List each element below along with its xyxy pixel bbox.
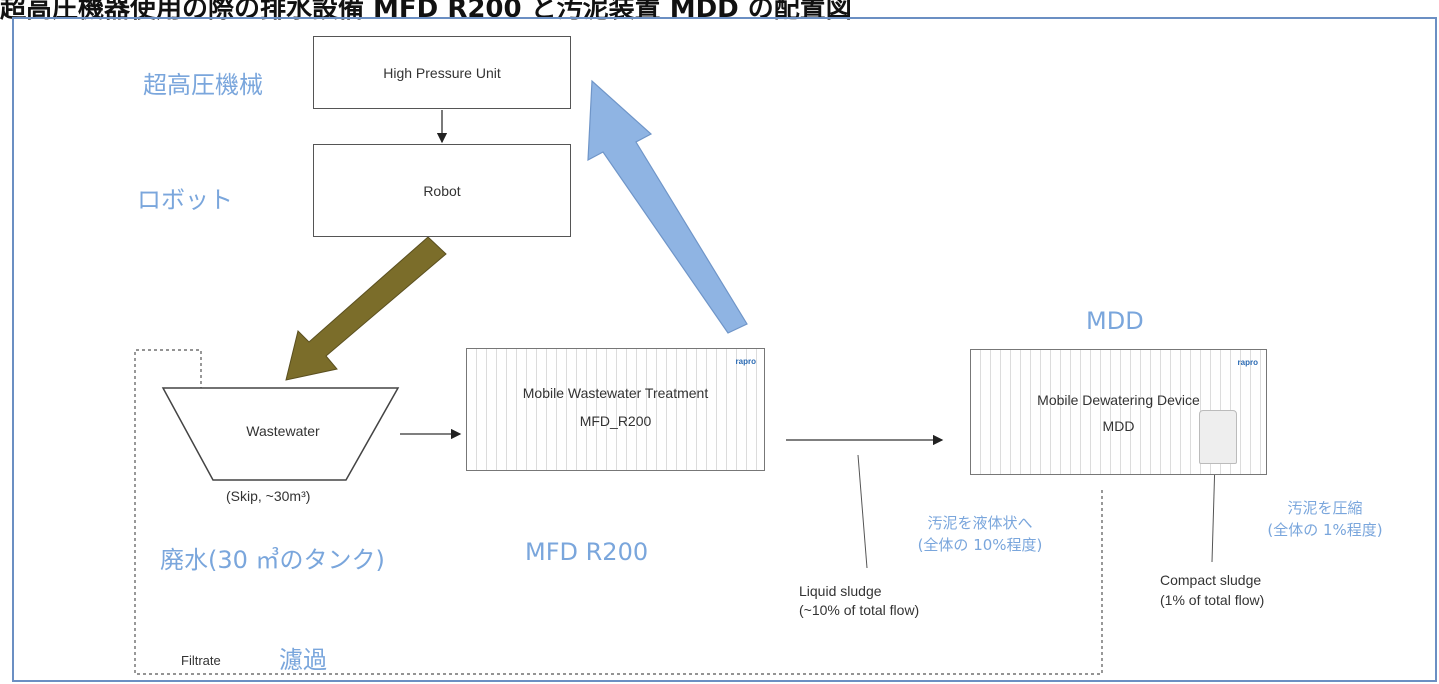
diagram-frame (12, 17, 1437, 682)
jp-liquid-label-1: 汚泥を液体状へ (927, 514, 1033, 532)
mdd-line1: Mobile Dewatering Device (1037, 392, 1200, 408)
mfd-line2: MFD_R200 (579, 413, 652, 429)
mdd-logo: rapro (1237, 358, 1258, 367)
mfd-logo: rapro (735, 357, 756, 366)
jp-liquid-label-2: (全体の 10%程度) (917, 536, 1043, 554)
jp-robot-label: ロボット (137, 186, 233, 214)
olive-arrow (285, 236, 447, 381)
mdd-unit: rapro Mobile Dewatering Device MDD (970, 349, 1267, 475)
filtrate-loop (134, 349, 1103, 675)
jp-mfd-label: MFD R200 (525, 538, 649, 566)
compact-sludge-label-1: Compact sludge (1160, 572, 1262, 588)
mfd-r200-unit: rapro Mobile Wastewater Treatment MFD_R2… (466, 348, 765, 471)
compact-sludge-leader (1211, 459, 1216, 563)
jp-hpu-label: 超高圧機械 (143, 71, 263, 99)
wastewater-label: Wastewater (246, 423, 320, 439)
jp-compact-label-2: (全体の 1%程度) (1267, 521, 1383, 539)
jp-filtrate-label: 濾過 (279, 646, 327, 674)
liquid-sludge-label-1: Liquid sludge (799, 583, 882, 599)
jp-compact-label-1: 汚泥を圧縮 (1287, 499, 1363, 517)
filtrate-label: Filtrate (181, 653, 221, 668)
jp-wastewater-label: 廃水(30 ㎥のタンク) (160, 546, 385, 574)
robot-box: Robot (313, 144, 571, 237)
blue-arrow (587, 79, 748, 334)
mfd-line1: Mobile Wastewater Treatment (522, 385, 709, 401)
skip-label: (Skip, ~30m³) (226, 488, 311, 504)
compact-sludge-label-2: (1% of total flow) (1160, 592, 1265, 608)
sludge-bag-icon (1199, 410, 1237, 464)
liquid-sludge-label-2: (~10% of total flow) (799, 602, 920, 618)
high-pressure-unit-box: High Pressure Unit (313, 36, 571, 109)
robot-label: Robot (423, 182, 461, 199)
page-title: 超高圧機器使用の際の排水設備 MFD R200 と汚泥装置 MDD の配置図 (0, 0, 852, 24)
jp-mdd-label: MDD (1086, 307, 1144, 335)
high-pressure-unit-label: High Pressure Unit (383, 64, 501, 81)
mdd-line2: MDD (1102, 418, 1135, 434)
liquid-sludge-leader (857, 454, 868, 569)
